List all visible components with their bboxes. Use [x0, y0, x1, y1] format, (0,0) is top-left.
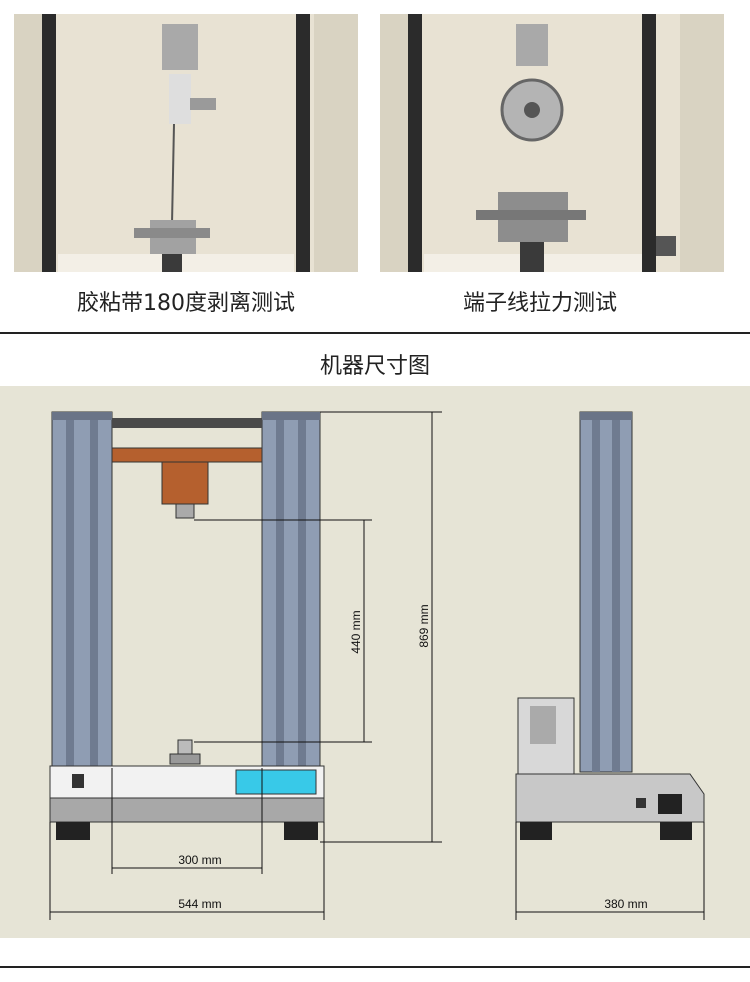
dimension-drawing: 440 mm 869 mm 300 mm 544 mm — [0, 386, 750, 938]
base-plate — [49, 797, 325, 823]
load-cell — [161, 461, 209, 505]
side-foot-left — [520, 822, 552, 840]
foot-right — [284, 822, 318, 840]
caption-terminal-wire-test: 端子线拉力测试 — [462, 291, 617, 316]
foot-left — [56, 822, 90, 840]
dim-440-label: 440 mm — [349, 610, 363, 653]
dim-width — [49, 822, 325, 920]
photo-terminal-wire-test — [380, 14, 724, 272]
divider-top — [0, 332, 750, 334]
photo-peel-test — [14, 14, 358, 272]
power-switch — [72, 774, 84, 788]
dim-inner-width — [111, 768, 263, 874]
side-column — [579, 411, 633, 773]
dim-544-label: 544 mm — [178, 897, 221, 911]
crosshead — [111, 447, 263, 463]
side-foot-right — [660, 822, 692, 840]
dim-depth — [515, 822, 705, 920]
caption-peel-test: 胶粘带180度剥离测试 — [77, 291, 295, 316]
side-socket — [658, 794, 682, 814]
dim-stroke — [194, 519, 372, 743]
divider-bottom — [0, 966, 750, 968]
machine-dimension-svg: 440 mm 869 mm 300 mm 544 mm — [49, 411, 705, 920]
dim-300-label: 300 mm — [178, 853, 221, 867]
lower-grip — [177, 739, 193, 755]
section-title: 机器尺寸图 — [319, 354, 430, 379]
dim-869-label: 869 mm — [417, 604, 431, 647]
dim-height — [320, 411, 442, 843]
terminal-wire-illustration — [380, 14, 724, 272]
top-beam — [112, 418, 262, 428]
display-screen — [235, 769, 317, 795]
left-column — [51, 411, 113, 769]
side-base — [515, 773, 705, 823]
dim-380-label: 380 mm — [604, 897, 647, 911]
peel-test-illustration — [14, 14, 358, 272]
right-column — [261, 411, 321, 769]
